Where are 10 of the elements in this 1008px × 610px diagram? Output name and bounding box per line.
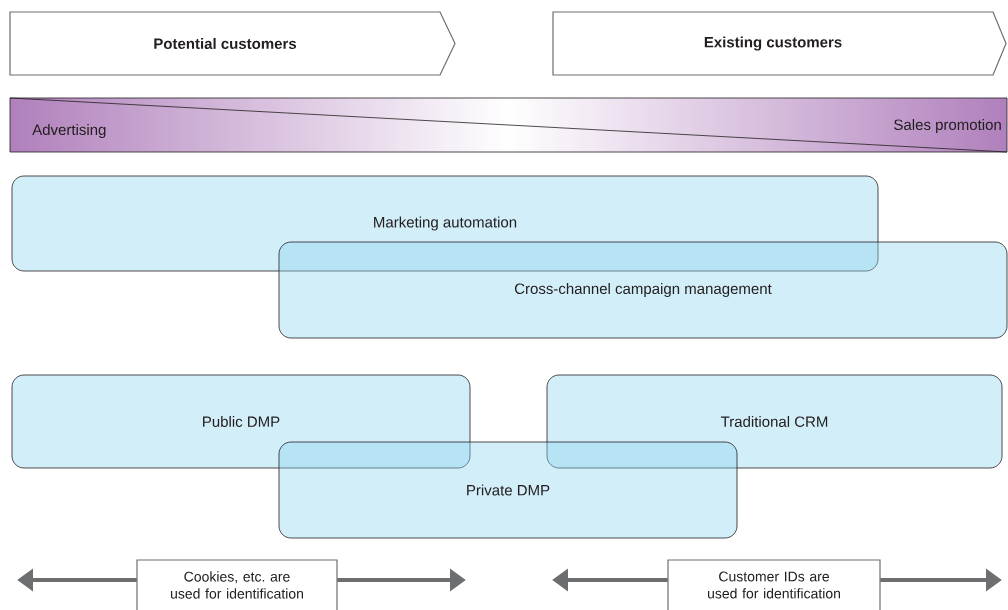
category-box: Cross-channel campaign management (278, 241, 1008, 339)
category-box: Public DMP (11, 374, 471, 469)
category-box: Private DMP (278, 441, 738, 539)
note-box: Customer IDs are used for identification (667, 559, 881, 610)
category-box: Marketing automation (11, 175, 879, 272)
band-label: Sales promotion (894, 119, 1001, 133)
gradient-band (9, 97, 1008, 153)
category-box: Traditional CRM (546, 374, 1003, 469)
note-box: Cookies, etc. are used for identification (136, 559, 338, 610)
band-label: Advertising (32, 124, 106, 138)
